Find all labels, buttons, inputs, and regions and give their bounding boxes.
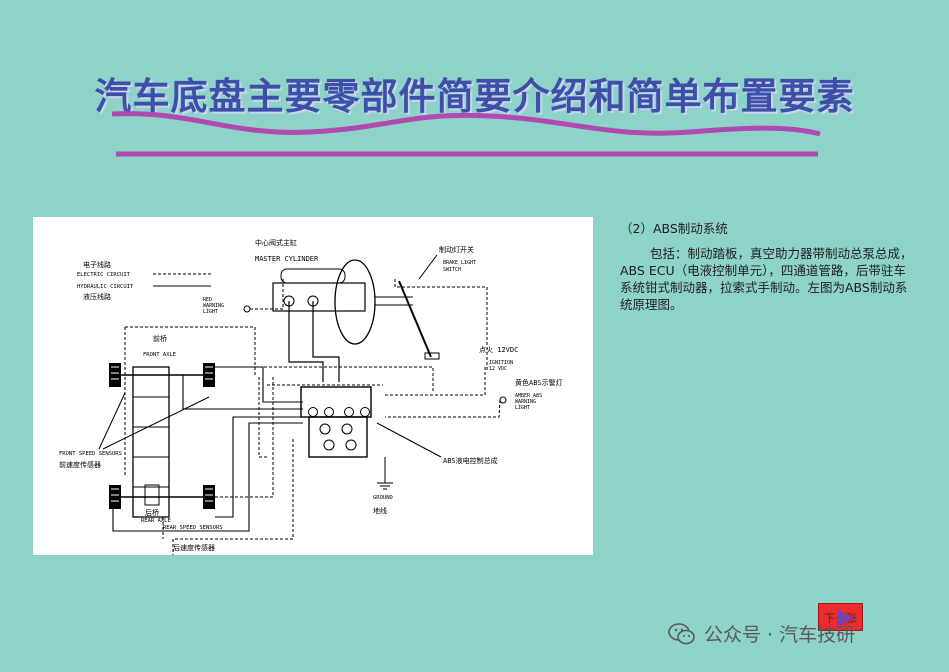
- amber-warning-label-en-3: LIGHT: [515, 405, 530, 411]
- ground-label-cn: 地线: [373, 506, 387, 515]
- amber-warning-label-en-1: AMBER ABS: [515, 393, 542, 399]
- ignition-label-en-1: IGNITION: [489, 360, 513, 366]
- abs-description: （2）ABS制动系统 包括：制动踏板，真空助力器带制动总泵总成，ABS ECU（…: [620, 220, 916, 313]
- rear-speed-sensors-cn: 后速度传感器: [173, 543, 215, 552]
- red-warning-light-3: LIGHT: [203, 309, 218, 315]
- rear-left-wheel: [109, 485, 121, 509]
- legend-electric-cn: 电子线路: [83, 260, 111, 269]
- rear-axle-label-en: REAR AXLE: [141, 518, 171, 524]
- front-speed-sensors-en: FRONT SPEED SENSORS: [59, 451, 122, 457]
- description-text: 包括：制动踏板，真空助力器带制动总泵总成，ABS ECU（电液控制单元），四通道…: [620, 246, 913, 312]
- front-speed-sensors-cn: 前速度传感器: [59, 460, 101, 469]
- watermark: 公众号 · 汽车技研: [668, 620, 855, 647]
- slide-title: 汽车底盘主要零部件简要介绍和简单布置要素: [94, 75, 855, 118]
- brake-light-label-cn: 制动灯开关: [439, 245, 474, 254]
- front-left-wheel: [109, 363, 121, 387]
- legend-hydraulic-cn: 液压线路: [83, 292, 111, 301]
- amber-warning-label-cn: 黄色ABS示警灯: [515, 378, 563, 387]
- play-arrow-icon: [837, 609, 854, 627]
- red-warning-light-2: WARNING: [203, 303, 224, 309]
- abs-schematic-diagram: 电子线路 ELECTRIC CIRCUIT HYDRAULIC CIRCUIT …: [33, 217, 593, 555]
- front-right-wheel: [203, 363, 215, 387]
- rear-axle-label-cn: 后桥: [145, 508, 159, 517]
- red-warning-light-1: RED: [203, 297, 212, 303]
- brake-light-label-en-1: BRAKE LIGHT: [443, 260, 476, 266]
- brake-light-label-en-2: SWITCH: [443, 267, 461, 273]
- watermark-text: 公众号 · 汽车技研: [704, 624, 856, 646]
- abs-unit-label-cn: ABS液电控制总成: [443, 456, 498, 465]
- master-cylinder-label-cn: 中心阀式主缸: [255, 238, 297, 247]
- next-slide-button[interactable]: 下一张: [818, 603, 863, 631]
- wechat-icon: [668, 622, 695, 644]
- master-cylinder-label-en: MASTER CYLINDER: [255, 255, 319, 263]
- ground-label-en: GROUND: [373, 495, 393, 501]
- front-axle-label-en: FRONT AXLE: [143, 352, 176, 358]
- section-heading: （2）ABS制动系统: [620, 221, 728, 236]
- rear-speed-sensors-label: REAR SPEED SENSORS: [163, 525, 223, 531]
- front-axle-label-cn: 前桥: [153, 334, 167, 343]
- amber-warning-label-en-2: WARNING: [515, 399, 536, 405]
- ignition-label-en-2: 12 VDC: [489, 366, 507, 372]
- legend-hydraulic-en: HYDRAULIC CIRCUIT: [77, 284, 134, 290]
- ignition-label-cn: 点火 12VDC: [479, 346, 518, 354]
- title-underline-wave: [111, 111, 821, 157]
- abs-control-unit: [300, 386, 372, 458]
- legend-electric-en: ELECTRIC CIRCUIT: [77, 272, 131, 278]
- rear-right-wheel: [203, 485, 215, 509]
